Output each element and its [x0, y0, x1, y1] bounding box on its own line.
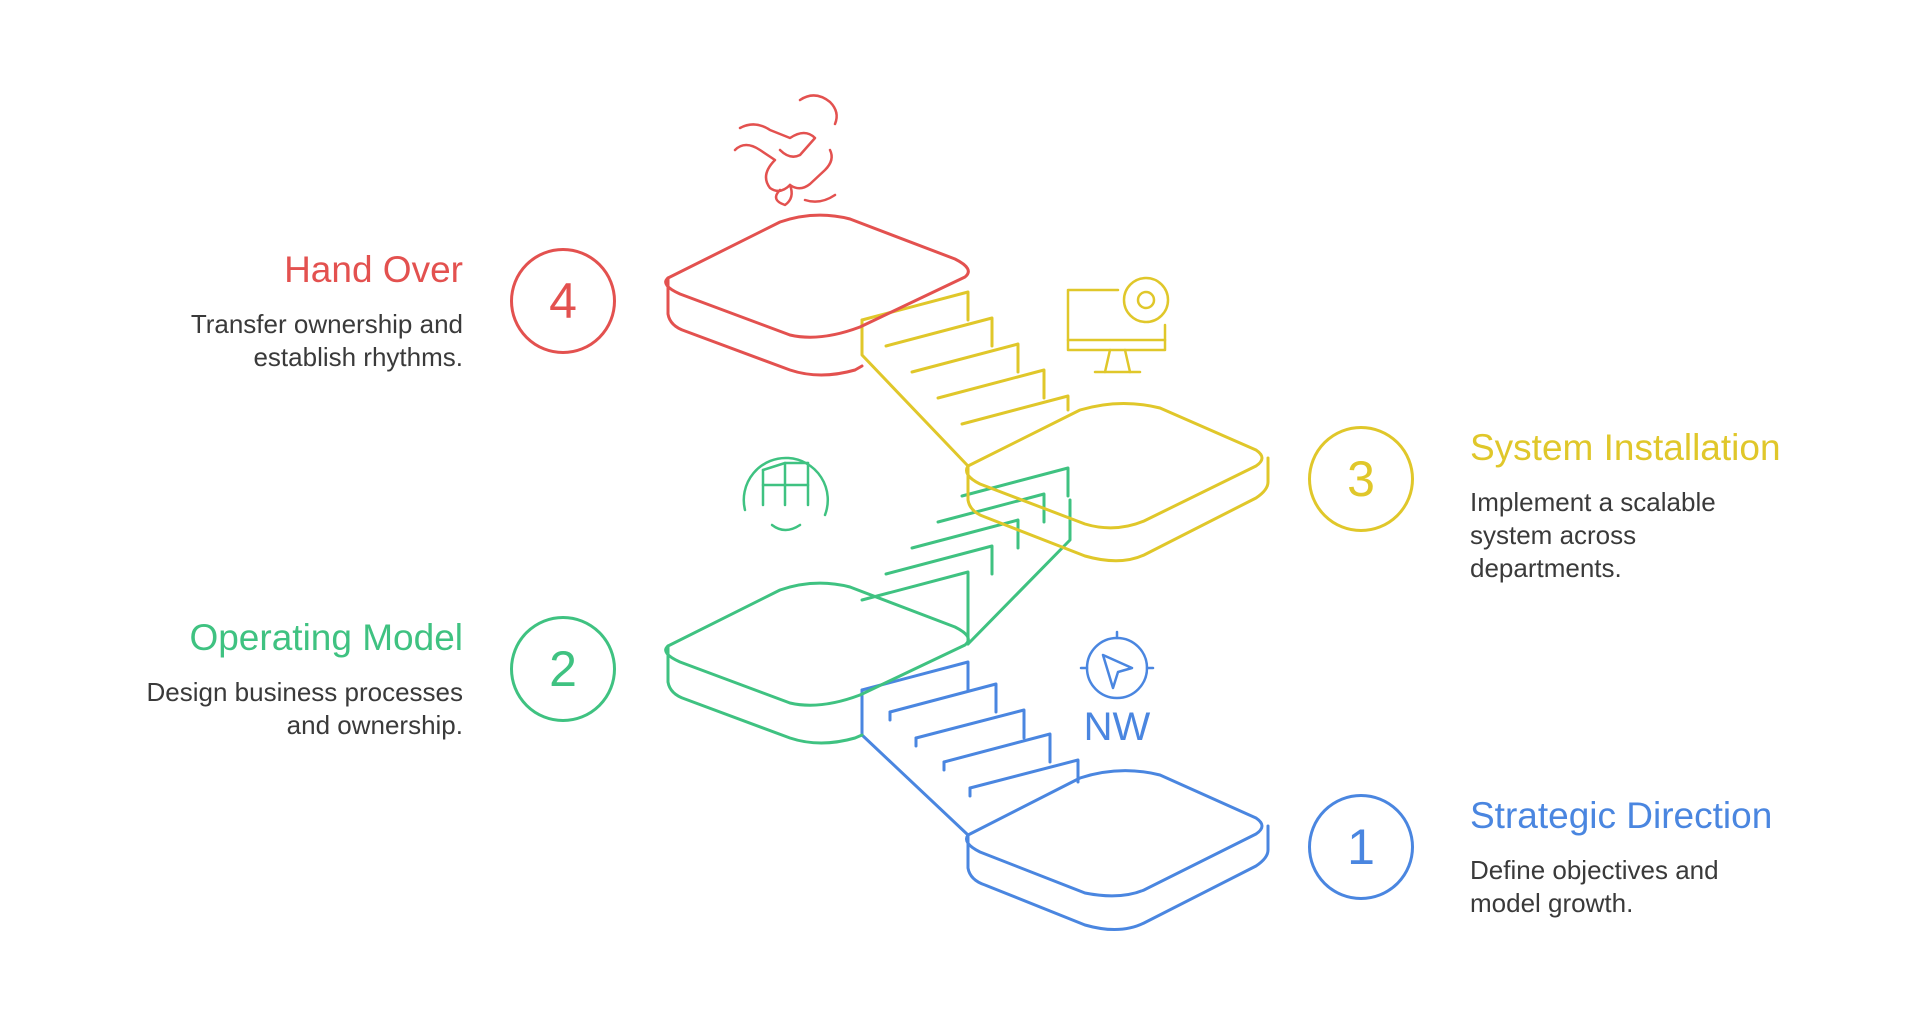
step-2-number-badge: 2 [510, 616, 616, 722]
step-2-text: Operating Model Design business processe… [23, 616, 464, 742]
step-2-title: Operating Model [189, 617, 463, 658]
platform-4 [664, 213, 970, 377]
handshake-icon [733, 94, 838, 207]
platform-3 [965, 402, 1270, 563]
step-3-number-badge: 3 [1308, 426, 1414, 532]
compass-icon [1079, 630, 1155, 700]
step-4-title: Hand Over [284, 249, 463, 290]
step-4-description: Transfer ownership and establish rhythms… [190, 309, 463, 372]
step-1-description: Define objectives and model growth. [1470, 855, 1719, 918]
step-3-description: Implement a scalable system across depar… [1470, 487, 1716, 583]
step-4-text: Hand Over Transfer ownership and establi… [23, 248, 463, 374]
stairs-3-to-4 [860, 290, 1070, 468]
step-1-text: Strategic Direction Define objectives an… [1470, 794, 1890, 920]
monitor-gear-icon [1066, 276, 1170, 374]
step-4-number-badge: 4 [510, 248, 616, 354]
compass-label: NW [1084, 705, 1151, 749]
platform-1 [965, 769, 1270, 931]
step-2-description: Design business processes and ownership. [146, 677, 464, 740]
step-3-text: System Installation Implement a scalable… [1470, 426, 1890, 585]
building-gear-icon [742, 456, 830, 532]
step-3-title: System Installation [1470, 427, 1781, 468]
stairs-1-to-2 [860, 660, 1080, 837]
step-1-title: Strategic Direction [1470, 795, 1773, 836]
step-1-number-badge: 1 [1308, 794, 1414, 900]
stairs-2-to-3 [860, 466, 1072, 646]
platform-2 [664, 581, 970, 745]
